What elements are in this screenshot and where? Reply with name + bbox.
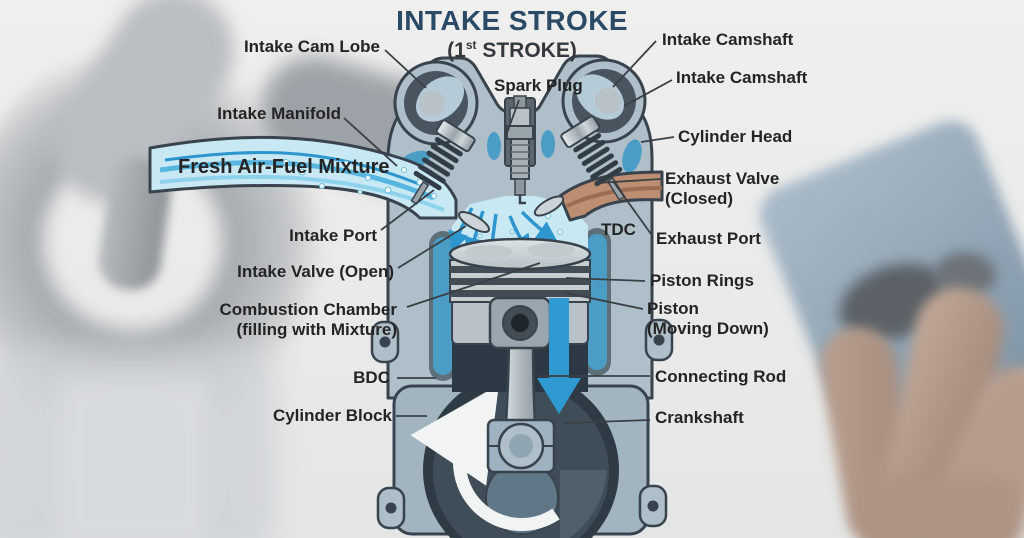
piston-ring xyxy=(450,278,590,285)
intake-manifold-runner xyxy=(148,135,458,220)
rotation-arrow xyxy=(410,384,560,531)
background-right-flange-blur xyxy=(866,478,1022,538)
title-main: INTAKE STROKE xyxy=(396,5,628,36)
background-left-block-blur xyxy=(58,378,208,538)
crankshaft-big-end xyxy=(486,418,556,474)
bolt-holes xyxy=(379,334,665,514)
piston-ring xyxy=(450,290,590,297)
intake-valve-spring xyxy=(410,119,476,205)
intake-valve-head-open xyxy=(457,211,491,233)
intake-camshaft-left xyxy=(393,60,479,146)
exhaust-valve-spring xyxy=(560,115,626,201)
diagram-title: INTAKE STROKE (1st STROKE) xyxy=(0,5,1024,63)
piston-down-arrow xyxy=(537,298,581,414)
title-subtitle: (1st STROKE) xyxy=(447,38,577,62)
leader-lines xyxy=(343,40,675,424)
exhaust-port-runner xyxy=(558,170,664,222)
runner-bubbles xyxy=(283,159,437,205)
spark-plug-illustration xyxy=(504,95,536,205)
exhaust-valve-head-closed xyxy=(533,195,565,217)
